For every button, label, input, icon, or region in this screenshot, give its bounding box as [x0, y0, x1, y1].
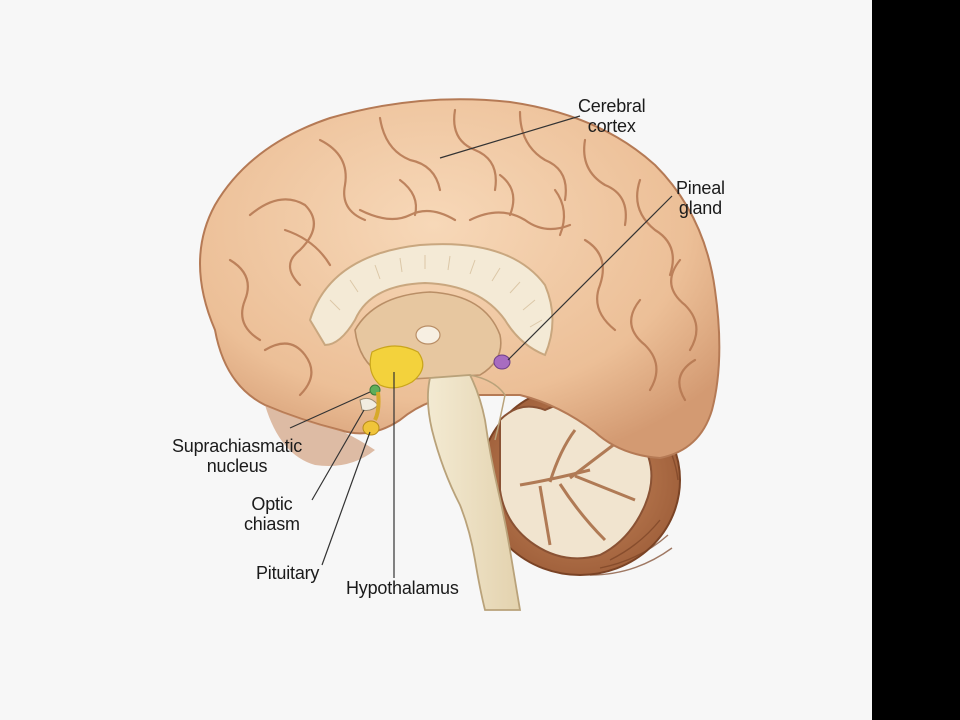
label-suprachiasmatic-nucleus: Suprachiasmatic nucleus	[172, 436, 303, 476]
corpus-callosum	[308, 243, 554, 357]
label-optic-chiasm: Optic chiasm	[244, 494, 300, 534]
hypothalamus	[369, 345, 424, 389]
right-black-bar	[872, 0, 960, 720]
brainstem	[427, 374, 522, 611]
label-pituitary: Pituitary	[256, 563, 320, 583]
label-pineal-gland: Pineal gland	[676, 178, 725, 218]
brain-sagittal-illustration	[199, 98, 721, 611]
diagram-canvas: Cerebral cortex Pineal gland Suprachiasm…	[172, 96, 726, 611]
pituitary	[362, 391, 381, 436]
label-hypothalamus: Hypothalamus	[346, 578, 459, 598]
leader-lines	[289, 115, 673, 578]
label-cerebral-cortex: Cerebral cortex	[578, 96, 646, 136]
pineal-gland	[493, 354, 511, 370]
